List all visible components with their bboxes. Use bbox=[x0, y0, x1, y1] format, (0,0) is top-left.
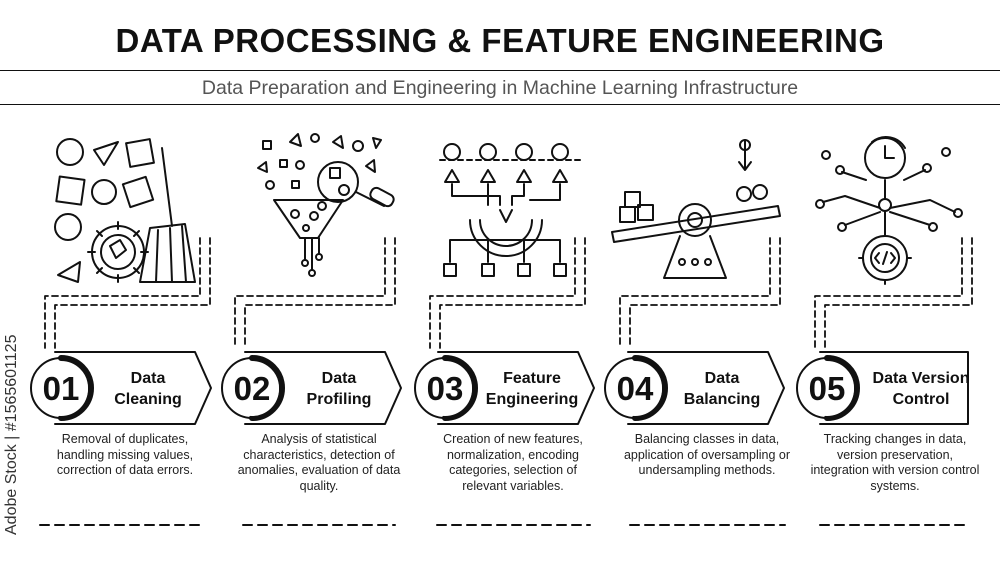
step-number: 03 bbox=[418, 362, 472, 416]
balance-scale-icon bbox=[611, 139, 781, 279]
step-number: 05 bbox=[800, 362, 854, 416]
title-top-divider bbox=[0, 70, 1000, 71]
page-title: DATA PROCESSING & FEATURE ENGINEERING bbox=[115, 22, 885, 59]
connector-lines bbox=[44, 237, 973, 349]
step-frames bbox=[54, 351, 969, 425]
number-ring-accents bbox=[58, 355, 860, 421]
step-number: 01 bbox=[34, 362, 88, 416]
step-2-description: Analysis of statistical characteristics,… bbox=[237, 432, 401, 493]
funnel-magnifier-icon bbox=[257, 133, 395, 277]
step-number: 02 bbox=[225, 362, 279, 416]
step-5-description: Tracking changes in data, version preser… bbox=[810, 432, 980, 493]
title-bottom-divider bbox=[0, 104, 1000, 105]
step-4-description: Balancing classes in data, application o… bbox=[623, 432, 791, 477]
step-number: 04 bbox=[608, 362, 662, 416]
clock-code-network-icon bbox=[815, 136, 963, 285]
step-3-description: Creation of new features, normalization,… bbox=[443, 432, 583, 493]
page-subtitle: Data Preparation and Engineering in Mach… bbox=[201, 77, 799, 99]
broom-shapes-gear-icon bbox=[54, 138, 196, 283]
gear-flowchart-icon bbox=[439, 143, 581, 277]
step-1-description: Removal of duplicates, handling missing … bbox=[56, 432, 194, 477]
